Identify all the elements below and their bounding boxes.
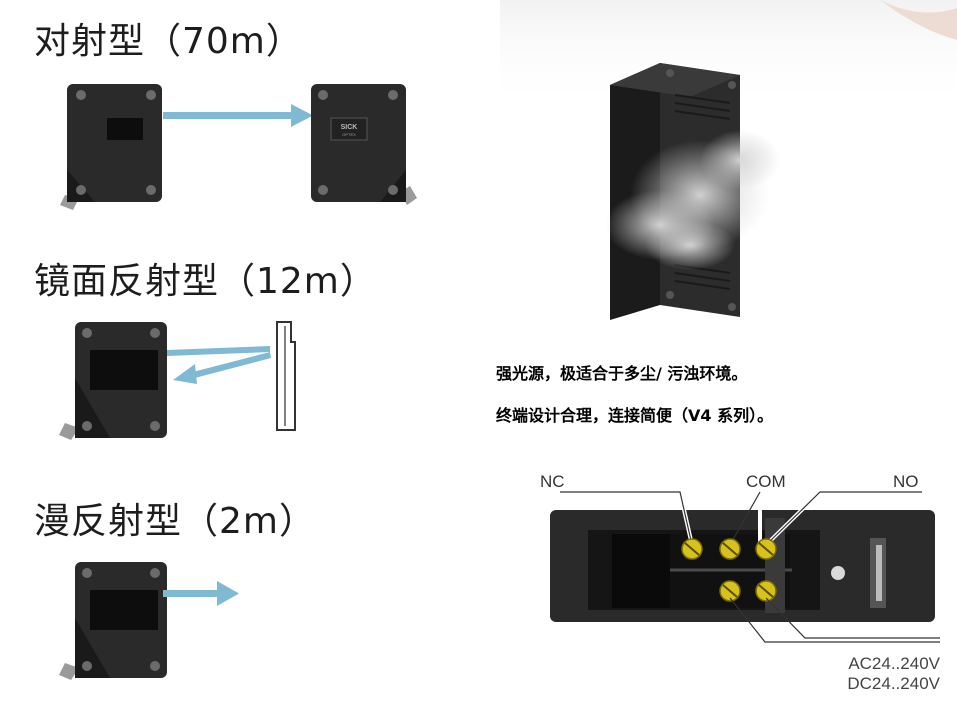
power-rating: AC24..240V DC24..240V <box>780 654 940 694</box>
section-title-diffuse: 漫反射型（2m） <box>34 501 316 542</box>
led-indicator <box>831 566 845 580</box>
diffuse-sensor <box>59 562 167 680</box>
section-title-retroreflective: 镜面反射型（12m） <box>34 261 377 302</box>
reflector-mirror <box>276 321 296 431</box>
retroreflective-diagram <box>59 321 296 440</box>
terminal-label-com: COM <box>746 472 786 491</box>
retro-sensor <box>59 322 167 440</box>
terminal-label-no: NO <box>893 472 919 491</box>
beam-arrow <box>163 104 313 127</box>
section-title-through-beam: 对射型（70m） <box>34 21 303 62</box>
leader-lines-power <box>729 597 940 643</box>
dusty-sensor-photo <box>605 63 780 320</box>
receiver-sensor: SICK OPTEX <box>311 84 417 205</box>
emitter-sensor <box>60 84 162 210</box>
power-dc-label: DC24..240V <box>847 674 940 693</box>
receiver-logo-brand: SICK <box>341 124 358 131</box>
terminal-label-nc: NC <box>540 472 565 491</box>
through-beam-diagram: SICK OPTEX <box>60 84 417 210</box>
reflected-beam <box>167 346 271 384</box>
terminal-block-diagram <box>550 490 940 643</box>
receiver-logo-sub: OPTEX <box>342 132 356 137</box>
feature-line-1: 强光源，极适合于多尘/ 污浊环境。 <box>496 364 748 383</box>
feature-line-2: 终端设计合理，连接简便（V4 系列）。 <box>496 406 774 425</box>
leader-lines-top <box>560 491 922 546</box>
diffuse-diagram <box>59 562 239 680</box>
diffuse-beam-arrow <box>163 581 239 606</box>
power-ac-label: AC24..240V <box>848 654 940 673</box>
terminal-screws <box>681 538 777 602</box>
